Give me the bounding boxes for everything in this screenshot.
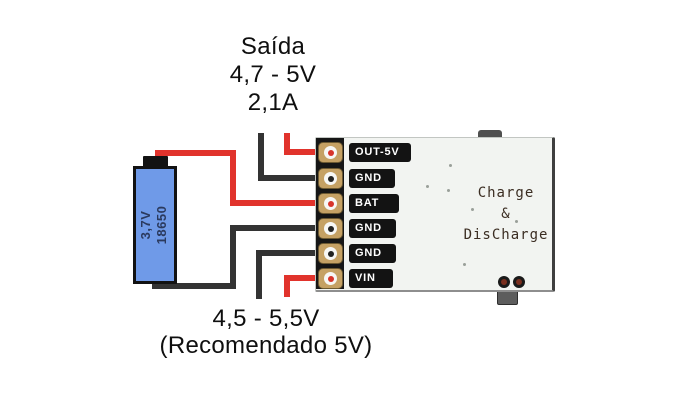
- battery-positive-terminal: [143, 156, 168, 169]
- pin-pad-vin: [318, 268, 343, 289]
- pin-pad-out-5v: [318, 142, 343, 163]
- output-annotation: Saída 4,7 - 5V 2,1A: [123, 33, 423, 117]
- via-dot: [471, 208, 474, 211]
- wire-end-red: [328, 276, 334, 282]
- wire-end-red: [328, 201, 334, 207]
- silkscreen-line-3: DisCharge: [463, 227, 549, 243]
- pin-label-vin: VIN: [349, 269, 393, 288]
- wire-end-black: [328, 226, 334, 232]
- pin-hole: [324, 247, 337, 260]
- via-dot: [447, 189, 450, 192]
- pin-hole: [324, 272, 337, 285]
- battery-voltage: 3,7V: [138, 210, 153, 240]
- pin-label-bat: BAT: [349, 194, 399, 213]
- silkscreen-line-2: &: [501, 206, 511, 222]
- status-led-1: [498, 276, 510, 288]
- pin-hole: [324, 146, 337, 159]
- input-recommendation: (Recomendado 5V): [159, 332, 373, 359]
- led-core: [516, 279, 522, 285]
- pin-label-gnd-2: GND: [349, 219, 396, 238]
- battery-model: 18650: [154, 205, 169, 245]
- pin-hole: [324, 197, 337, 210]
- pin-hole: [324, 172, 337, 185]
- input-voltage-range: 4,5 - 5,5V: [212, 305, 320, 332]
- silkscreen-line-1: Charge: [477, 185, 535, 201]
- pin-label-gnd-3: GND: [349, 244, 396, 263]
- charge-discharge-module: OUT-5V GND BAT GND GND VIN Charge & DisC…: [315, 137, 555, 292]
- output-voltage-range: 4,7 - 5V: [229, 61, 317, 88]
- pin-label-gnd-1: GND: [349, 169, 395, 188]
- wire-battery-positive: [155, 150, 331, 206]
- pin-hole: [324, 222, 337, 235]
- pin-pad-gnd-1: [318, 168, 343, 189]
- wire-output-gnd: [258, 133, 331, 181]
- battery-18650: 3,7V 18650: [133, 166, 177, 284]
- led-core: [501, 279, 507, 285]
- pin-pad-gnd-2: [318, 218, 343, 239]
- pin-pad-bat: [318, 193, 343, 214]
- via-dot: [426, 185, 429, 188]
- module-top-connector: [478, 130, 502, 139]
- wire-input-gnd: [256, 250, 331, 299]
- input-annotation: 4,5 - 5,5V (Recomendado 5V): [106, 305, 426, 359]
- battery-label: 3,7V 18650: [138, 175, 172, 275]
- wire-end-black: [328, 176, 334, 182]
- wire-end-red: [328, 150, 334, 156]
- via-dot: [463, 263, 466, 266]
- output-title: Saída: [240, 33, 306, 60]
- via-dot: [449, 164, 452, 167]
- wire-end-black: [328, 251, 334, 257]
- module-silkscreen-text: Charge & DisCharge: [431, 183, 581, 246]
- pin-pad-gnd-3: [318, 243, 343, 264]
- output-current: 2,1A: [247, 89, 299, 116]
- status-led-2: [513, 276, 525, 288]
- wire-battery-negative: [152, 225, 331, 289]
- via-dot: [515, 220, 518, 223]
- pin-label-out-5v: OUT-5V: [349, 143, 411, 162]
